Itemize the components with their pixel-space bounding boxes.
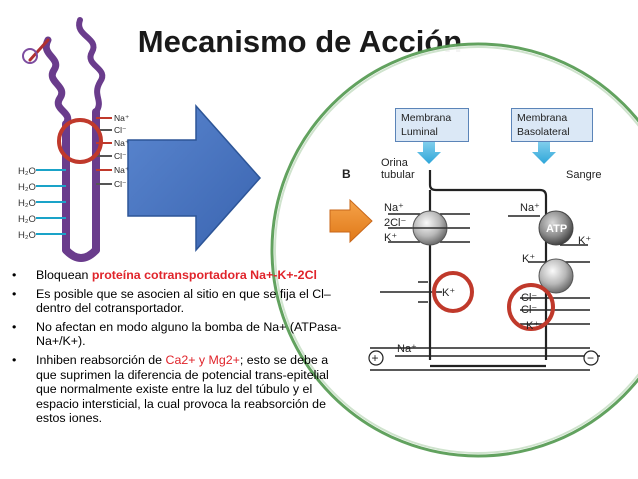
cl-channel-protein xyxy=(538,258,574,294)
bullet-item: Bloquean proteína cotransportadora Na+-K… xyxy=(8,268,348,283)
page-title: Mecanismo de Acción xyxy=(137,24,463,59)
panel-letter: B xyxy=(342,167,351,181)
water-labels-group: H₂O H₂O H₂O H₂O H₂O xyxy=(18,166,36,241)
orange-arrow xyxy=(329,198,373,244)
k-channel-label: K⁺ xyxy=(442,287,455,299)
diagram-labels: B Orina tubular Sangre Na⁺ 2Cl⁻ K⁺ K⁺ Na… xyxy=(342,157,601,355)
ion-label: Cl⁻ xyxy=(114,125,127,135)
ion-labels-group: Na⁺ Cl⁻ Na⁺ Cl⁻ Na⁺ Cl⁻ xyxy=(114,113,130,189)
sangre-label: Sangre xyxy=(566,169,601,181)
basolateral-pointer-arrow xyxy=(532,138,556,164)
cotransporter-label: 2Cl⁻ xyxy=(384,217,407,229)
pump-label: K⁺ xyxy=(578,235,591,247)
blue-arrow xyxy=(127,104,262,252)
ion-label: Na⁺ xyxy=(114,165,130,175)
membrane-basolateral-label: Membrana Basolateral xyxy=(511,108,593,142)
membrane-luminal-label: Membrana Luminal xyxy=(395,108,469,142)
plus-symbol: + xyxy=(372,351,379,365)
water-label: H₂O xyxy=(18,230,36,241)
k-basolateral-label: K⁺ xyxy=(522,253,535,265)
bullet-item: Inhiben reabsorción de Ca2+ y Mg2+; esto… xyxy=(8,353,348,426)
cotransporter-label: K⁺ xyxy=(384,232,397,244)
water-label: H₂O xyxy=(18,214,36,225)
minus-symbol: − xyxy=(587,351,594,365)
bullet-list: Bloquean proteína cotransportadora Na+-K… xyxy=(8,268,348,430)
cl-channel-highlight-circle xyxy=(507,283,555,331)
paracellular-label: Na⁺ xyxy=(397,343,417,355)
nephron-highlight-circle xyxy=(57,118,103,164)
orina-label: Orina xyxy=(381,157,409,169)
bullet-item: No afectan en modo alguno la bomba de Na… xyxy=(8,320,348,349)
ion-label: Cl⁻ xyxy=(114,179,127,189)
cl-channel-label: Cl⁻ xyxy=(521,304,537,316)
tubular-label: tubular xyxy=(381,169,415,181)
luminal-pointer-arrow xyxy=(417,138,441,164)
atp-label: ATP xyxy=(546,223,567,235)
ion-label: Cl⁻ xyxy=(114,151,127,161)
na-k-atpase-pump xyxy=(538,210,574,246)
k-bottom-label: K⁺ xyxy=(526,320,539,332)
cotransporter-label: Na⁺ xyxy=(384,202,404,214)
water-label: H₂O xyxy=(18,182,36,193)
water-label: H₂O xyxy=(18,166,36,177)
ion-arrows xyxy=(36,117,112,235)
pump-label: Na⁺ xyxy=(520,202,540,214)
ion-label: Na⁺ xyxy=(114,113,130,123)
ion-label: Na⁺ xyxy=(114,138,130,148)
cl-channel-label: Cl⁻ xyxy=(521,292,537,304)
k-channel-highlight-circle xyxy=(432,271,474,313)
bullet-item: Es posible que se asocien al sitio en qu… xyxy=(8,287,348,316)
water-label: H₂O xyxy=(18,198,36,209)
